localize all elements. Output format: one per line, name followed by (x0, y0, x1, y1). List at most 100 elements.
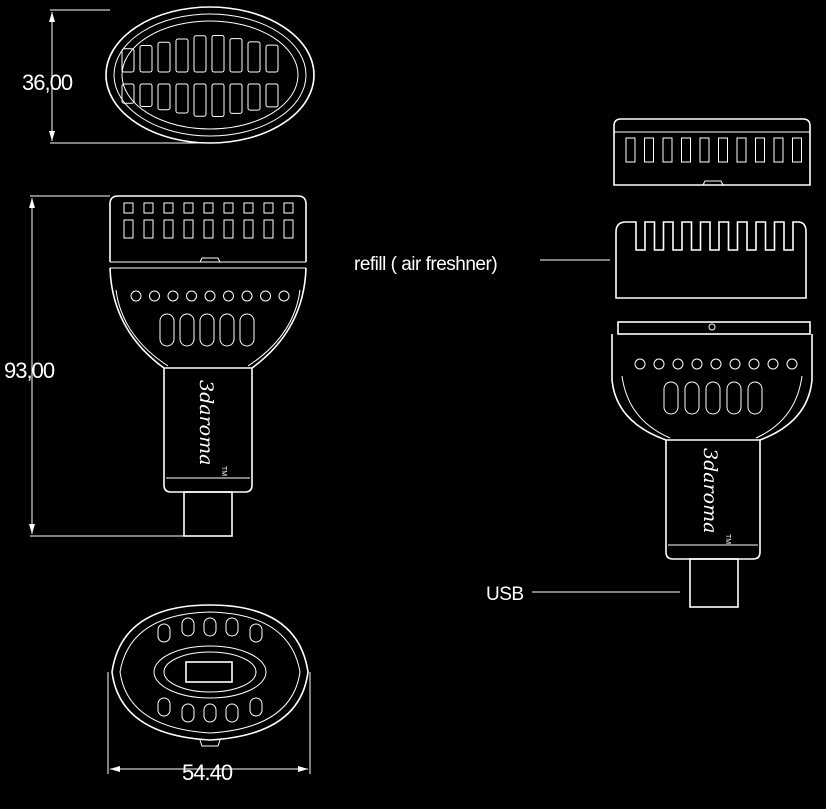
cap-slot (243, 202, 254, 214)
dimension-width-bottom: 54.40 (182, 760, 233, 785)
cap-slot (183, 202, 194, 214)
exploded-cap-slot (662, 137, 673, 163)
exploded-vent-dot (748, 358, 760, 370)
grille-slot (139, 45, 153, 73)
cap-slot (123, 219, 134, 239)
bottom-vent-oval (225, 617, 239, 637)
grille-slot (157, 41, 171, 73)
cap-slot (223, 219, 234, 239)
exploded-vent-dot (767, 358, 779, 370)
cap-slot (263, 202, 274, 214)
exploded-vent-dot (672, 358, 684, 370)
grille-slot (211, 34, 225, 73)
grille-slot (247, 83, 261, 111)
exploded-cap-slot (792, 137, 802, 163)
exploded-vent-dot (634, 358, 646, 370)
grille-slot (247, 41, 261, 73)
vent-dots (130, 290, 290, 302)
vent-oval (199, 313, 215, 347)
exploded-vent-dot (691, 358, 703, 370)
vent-dot (260, 290, 271, 302)
cap-slot (203, 219, 214, 239)
brand-logo-front: 3daroma (195, 380, 217, 465)
vent-dot (223, 290, 234, 302)
bottom-vent-oval (157, 623, 171, 643)
cap-slot (143, 219, 154, 239)
vent-dot (278, 290, 290, 302)
cap-slot (163, 219, 174, 239)
top-view: 36,00 (22, 6, 315, 144)
exploded-cap-slot (699, 137, 710, 163)
cap-slot (263, 219, 274, 239)
exploded-vent-oval (663, 381, 679, 415)
grille-slot (139, 83, 153, 107)
front-view: 3daroma TM 93,00 (4, 195, 307, 537)
vent-dot (130, 290, 142, 302)
refill-cartridge (615, 221, 807, 299)
exploded-cap-slot (773, 137, 784, 163)
grille-slot (229, 83, 243, 114)
bottom-vent-ovals (157, 617, 263, 723)
brand-logo-exploded: 3daroma (699, 448, 721, 533)
dimension-height-body: 93,00 (4, 358, 55, 383)
trademark-exploded: TM (724, 534, 731, 544)
cap-slot (203, 202, 214, 214)
callout-refill: refill ( air freshner) (354, 254, 497, 275)
cap-slot (123, 202, 134, 214)
vent-oval (219, 313, 235, 347)
exploded-vent-oval (747, 381, 763, 415)
exploded-cap-slots (625, 137, 802, 163)
exploded-vent-oval (726, 381, 742, 415)
trademark-front: TM (220, 466, 227, 476)
cap-slot (163, 202, 174, 214)
bottom-vent-oval (181, 617, 195, 637)
grille-slot (121, 83, 135, 104)
exploded-vent-dot (786, 358, 798, 370)
vent-dot (241, 290, 253, 302)
vent-oval (179, 313, 195, 347)
exploded-vent-dots (634, 358, 798, 370)
exploded-cap-slot (625, 137, 636, 163)
grille-slot (229, 38, 243, 73)
grille-slot (193, 35, 207, 73)
cap-slot (143, 202, 154, 214)
vent-dot (186, 290, 197, 302)
grille-slot (193, 83, 207, 117)
bottom-vent-oval (225, 703, 239, 723)
bottom-view: 54.40 (107, 604, 311, 785)
exploded-cap-slot (755, 137, 765, 163)
grille-slot (175, 83, 189, 114)
bottom-vent-oval (249, 623, 263, 643)
cap-slot (183, 219, 194, 239)
exploded-vent-dot (653, 358, 665, 370)
grille-slot (265, 44, 279, 73)
grille-slot (175, 38, 189, 73)
cap-slots (123, 202, 294, 239)
vent-dot (167, 290, 179, 302)
grille-slot (211, 83, 225, 118)
top-grille-slots (121, 34, 279, 118)
exploded-vent-oval (684, 381, 700, 415)
bottom-vent-oval (157, 697, 171, 717)
exploded-cap-slot (736, 137, 747, 163)
bottom-vent-oval (249, 697, 263, 717)
exploded-vent-dot (710, 358, 722, 370)
vent-ovals (159, 313, 255, 347)
vent-dot (149, 290, 160, 302)
exploded-cap-slot (644, 137, 654, 163)
vent-dot (204, 290, 216, 302)
vent-oval (159, 313, 175, 347)
vent-oval (239, 313, 255, 347)
cap-slot (223, 202, 234, 214)
exploded-cap-slot (718, 137, 728, 163)
bottom-vent-oval (181, 703, 195, 723)
callout-usb: USB (486, 584, 524, 605)
grille-slot (265, 83, 279, 108)
exploded-cap-slot (681, 137, 691, 163)
cap-slot (283, 219, 294, 239)
exploded-view: 3daroma TM refill ( air freshner) USB (354, 118, 813, 608)
cap-slot (283, 202, 294, 214)
dimension-height-top: 36,00 (22, 70, 73, 95)
bottom-vent-oval (203, 703, 217, 723)
